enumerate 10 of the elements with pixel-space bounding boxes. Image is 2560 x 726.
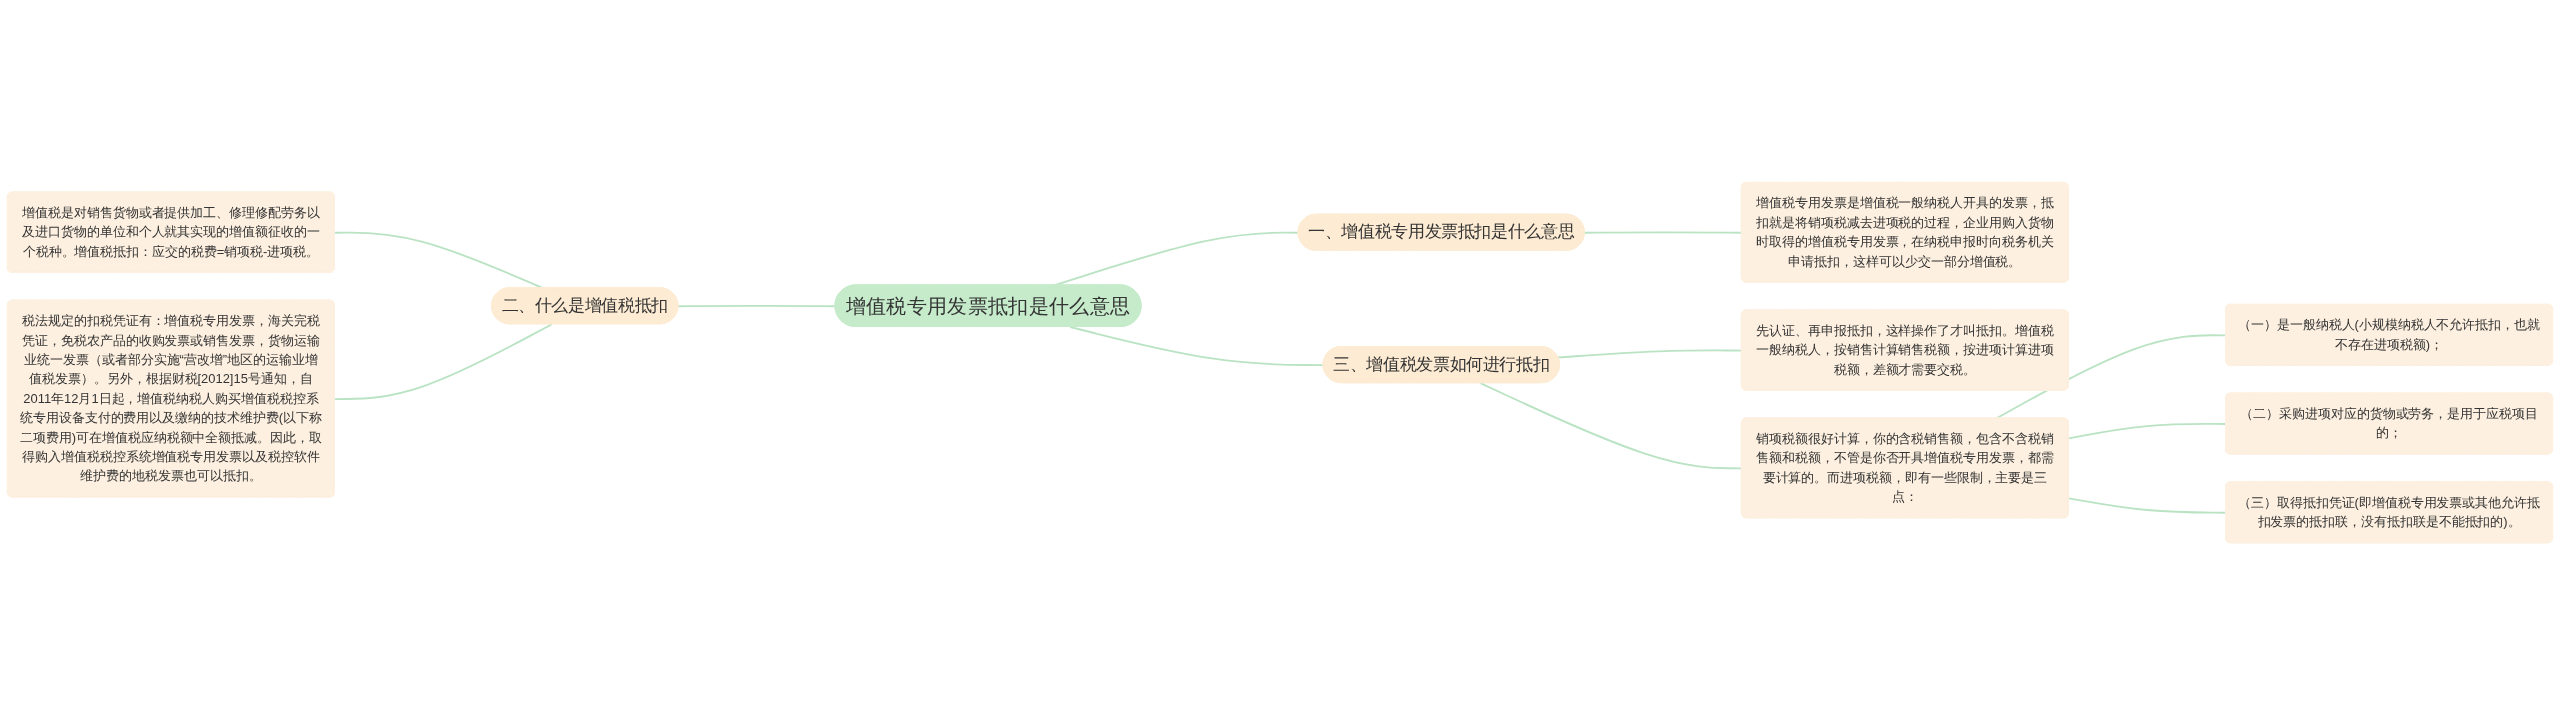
- connector: [1557, 349, 1743, 359]
- connector: [334, 232, 544, 290]
- connector: [334, 323, 553, 401]
- connector: [1479, 382, 1743, 470]
- connector: [2068, 497, 2227, 515]
- connector: [1583, 231, 1743, 235]
- connector: [1069, 326, 1325, 367]
- connector: [2068, 423, 2227, 440]
- connector: [1995, 334, 2227, 420]
- connector: [677, 305, 837, 308]
